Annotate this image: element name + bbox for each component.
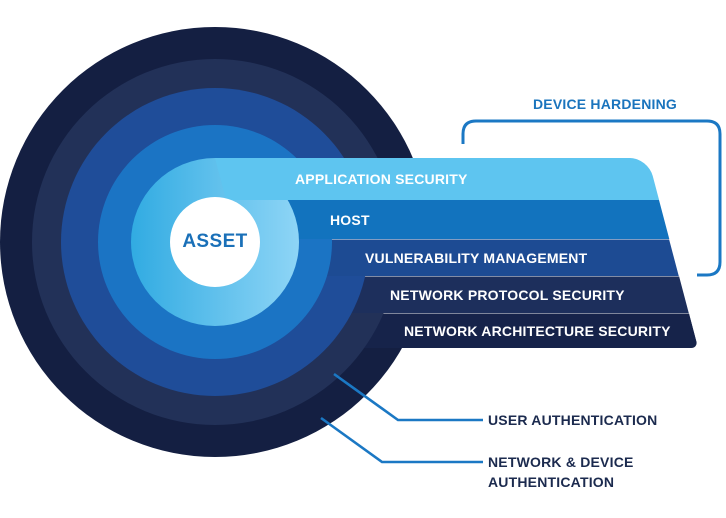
device-hardening-label: DEVICE HARDENING (533, 96, 677, 112)
bar-label-network-protocol-security: NETWORK PROTOCOL SECURITY (390, 286, 625, 303)
asset-circle: ASSET (170, 197, 260, 287)
user-authentication-label: USER AUTHENTICATION (488, 412, 658, 428)
bar-label-network-architecture-security: NETWORK ARCHITECTURE SECURITY (404, 322, 671, 339)
bar-label-vulnerability-management: VULNERABILITY MANAGEMENT (365, 249, 588, 266)
bar-label-application-security: APPLICATION SECURITY (295, 171, 468, 187)
network-device-authentication-label: NETWORK & DEVICE AUTHENTICATION (488, 454, 634, 490)
bar-label-host: HOST (330, 211, 370, 228)
network-device-authentication-line (320, 416, 483, 464)
asset-label: ASSET (182, 231, 248, 252)
